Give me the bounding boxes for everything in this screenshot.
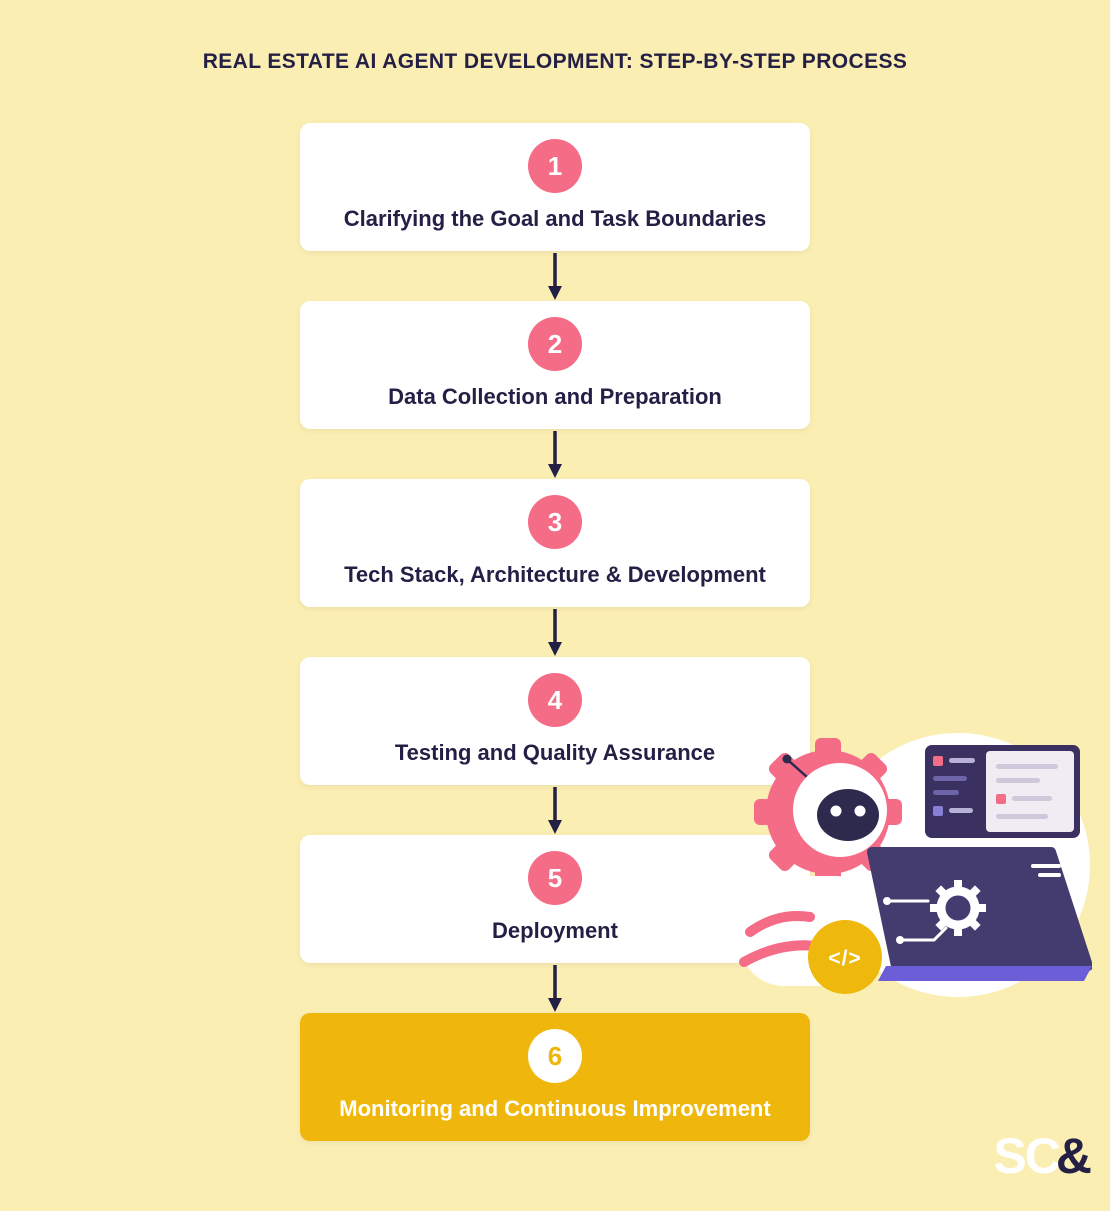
step-card-3: 3 Tech Stack, Architecture & Development <box>300 479 810 607</box>
robot-eye <box>854 805 866 817</box>
step-label: Clarifying the Goal and Task Boundaries <box>343 206 767 231</box>
step-card-4: 4 Testing and Quality Assurance <box>300 657 810 785</box>
step-label: Monitoring and Continuous Improvement <box>339 1096 771 1121</box>
brand-logo-sc: SC <box>993 1128 1060 1184</box>
process-flow: 1 Clarifying the Goal and Task Boundarie… <box>300 123 810 1141</box>
step-card-5: 5 Deployment <box>300 835 810 963</box>
page-title: REAL ESTATE AI AGENT DEVELOPMENT: STEP-B… <box>202 50 908 73</box>
down-arrow-icon <box>548 787 562 834</box>
step-card-6: 6 Monitoring and Continuous Improvement <box>300 1013 810 1141</box>
step-label: Tech Stack, Architecture & Development <box>344 562 766 587</box>
step-label: Testing and Quality Assurance <box>394 740 716 765</box>
step-number-badge: 4 <box>528 673 582 727</box>
step-card-2: 2 Data Collection and Preparation <box>300 301 810 429</box>
step-number-badge: 3 <box>528 495 582 549</box>
code-window-icon <box>925 745 1080 838</box>
brand-logo-ampersand: & <box>1055 1128 1092 1184</box>
step-number-badge: 6 <box>528 1029 582 1083</box>
circuit-lines <box>889 899 948 942</box>
step-number-badge: 5 <box>528 851 582 905</box>
step-label: Deployment <box>492 918 618 943</box>
robot-head <box>782 754 887 857</box>
screen-dashes <box>1031 864 1061 877</box>
brand-logo: SC& <box>993 1126 1092 1186</box>
robot-eye <box>830 805 842 817</box>
step-card-1: 1 Clarifying the Goal and Task Boundarie… <box>300 123 810 251</box>
down-arrow-icon <box>548 253 562 300</box>
down-arrow-icon <box>548 431 562 478</box>
down-arrow-icon <box>548 609 562 656</box>
code-icon: </> <box>808 920 882 994</box>
step-number-badge: 1 <box>528 139 582 193</box>
code-icon-label: </> <box>828 947 861 970</box>
down-arrow-icon <box>548 965 562 1012</box>
screen-gear-icon <box>930 880 986 936</box>
step-number-badge: 2 <box>528 317 582 371</box>
robot-illustration: </> <box>739 733 1092 997</box>
laptop-icon <box>867 847 1092 981</box>
step-label: Data Collection and Preparation <box>388 384 722 409</box>
